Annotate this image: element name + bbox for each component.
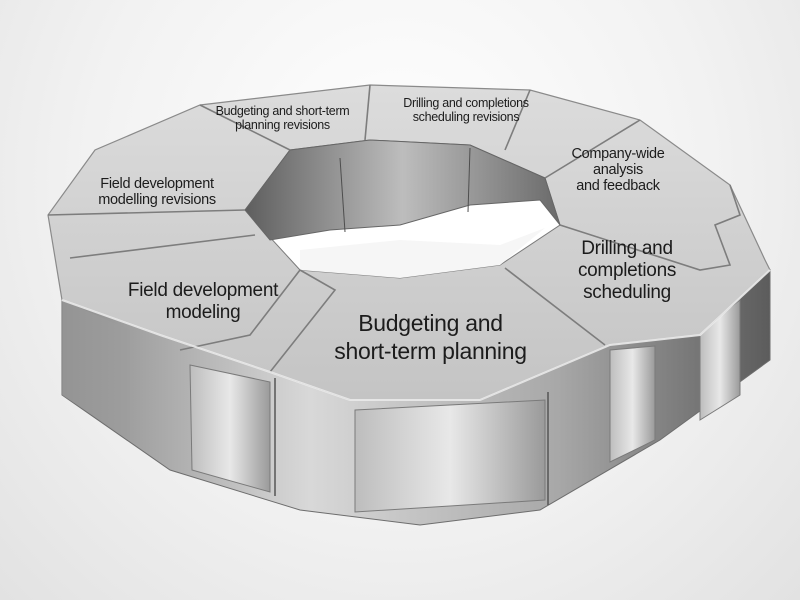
ring-outer-wall: [61, 268, 771, 526]
segment-label-drilling-revisions: Drilling and completions scheduling revi…: [403, 96, 529, 124]
ring-inner-hole: [244, 139, 561, 279]
segment-label-field-dev-modeling: Field development modeling: [127, 280, 279, 323]
segment-label-budgeting-planning: Budgeting and short-term planning: [334, 310, 527, 364]
segment-label-company-wide: Company-wide analysis and feedback: [571, 146, 665, 195]
segment-label-field-dev-revisions: Field development modelling revisions: [98, 176, 216, 209]
segment-label-drilling-scheduling: Drilling and completions scheduling: [577, 238, 677, 303]
segment-dividers: [47, 84, 741, 373]
segment-label-budgeting-revisions: Budgeting and short-term planning revisi…: [215, 104, 350, 132]
